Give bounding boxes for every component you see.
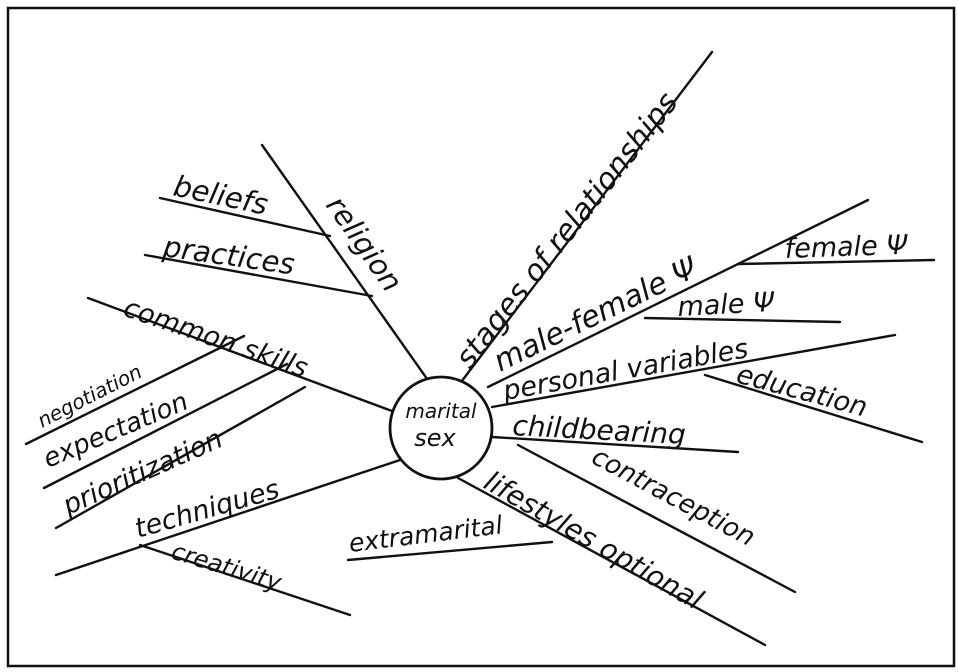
branch-male [643, 316, 842, 324]
branch-lifestyles-optional [456, 476, 767, 647]
branch-prioritization [54, 385, 307, 530]
label-beliefs: beliefs [171, 169, 272, 222]
branch-male-female [486, 198, 870, 389]
branch-childbearing [490, 435, 740, 454]
branch-stages-of-relationships [453, 50, 714, 392]
label-male: male Ψ [677, 287, 776, 323]
branch-creativity [138, 543, 352, 617]
label-common-skills: common skills [120, 292, 312, 384]
label-female: female Ψ [784, 230, 909, 265]
branch-contraception [516, 443, 797, 594]
branch-practices [143, 253, 374, 298]
branch-religion [260, 143, 439, 395]
branch-negotiation [24, 334, 246, 446]
branch-common-skills [86, 296, 394, 413]
branch-extramarital [346, 540, 554, 562]
branch-personal-variables [490, 333, 897, 409]
label-creativity: creativity [168, 537, 285, 597]
branch-beliefs [158, 196, 332, 238]
label-techniques: techniques [131, 474, 282, 545]
branch-education [703, 373, 924, 444]
center-label-line2: sex [414, 424, 456, 452]
label-extramarital: extramarital [347, 510, 504, 558]
label-education: education [733, 359, 870, 424]
center-label-line1: marital [405, 399, 477, 423]
center-circle [388, 375, 494, 481]
diagram-frame [6, 6, 956, 668]
branch-female [736, 258, 936, 266]
center-node: marital sex [388, 375, 494, 481]
branch-labels: stages of relationships religion beliefs… [33, 86, 908, 617]
branch-expectation [42, 362, 289, 490]
branch-lines [24, 50, 936, 647]
label-practices: practices [160, 229, 297, 281]
branch-techniques [54, 458, 402, 577]
